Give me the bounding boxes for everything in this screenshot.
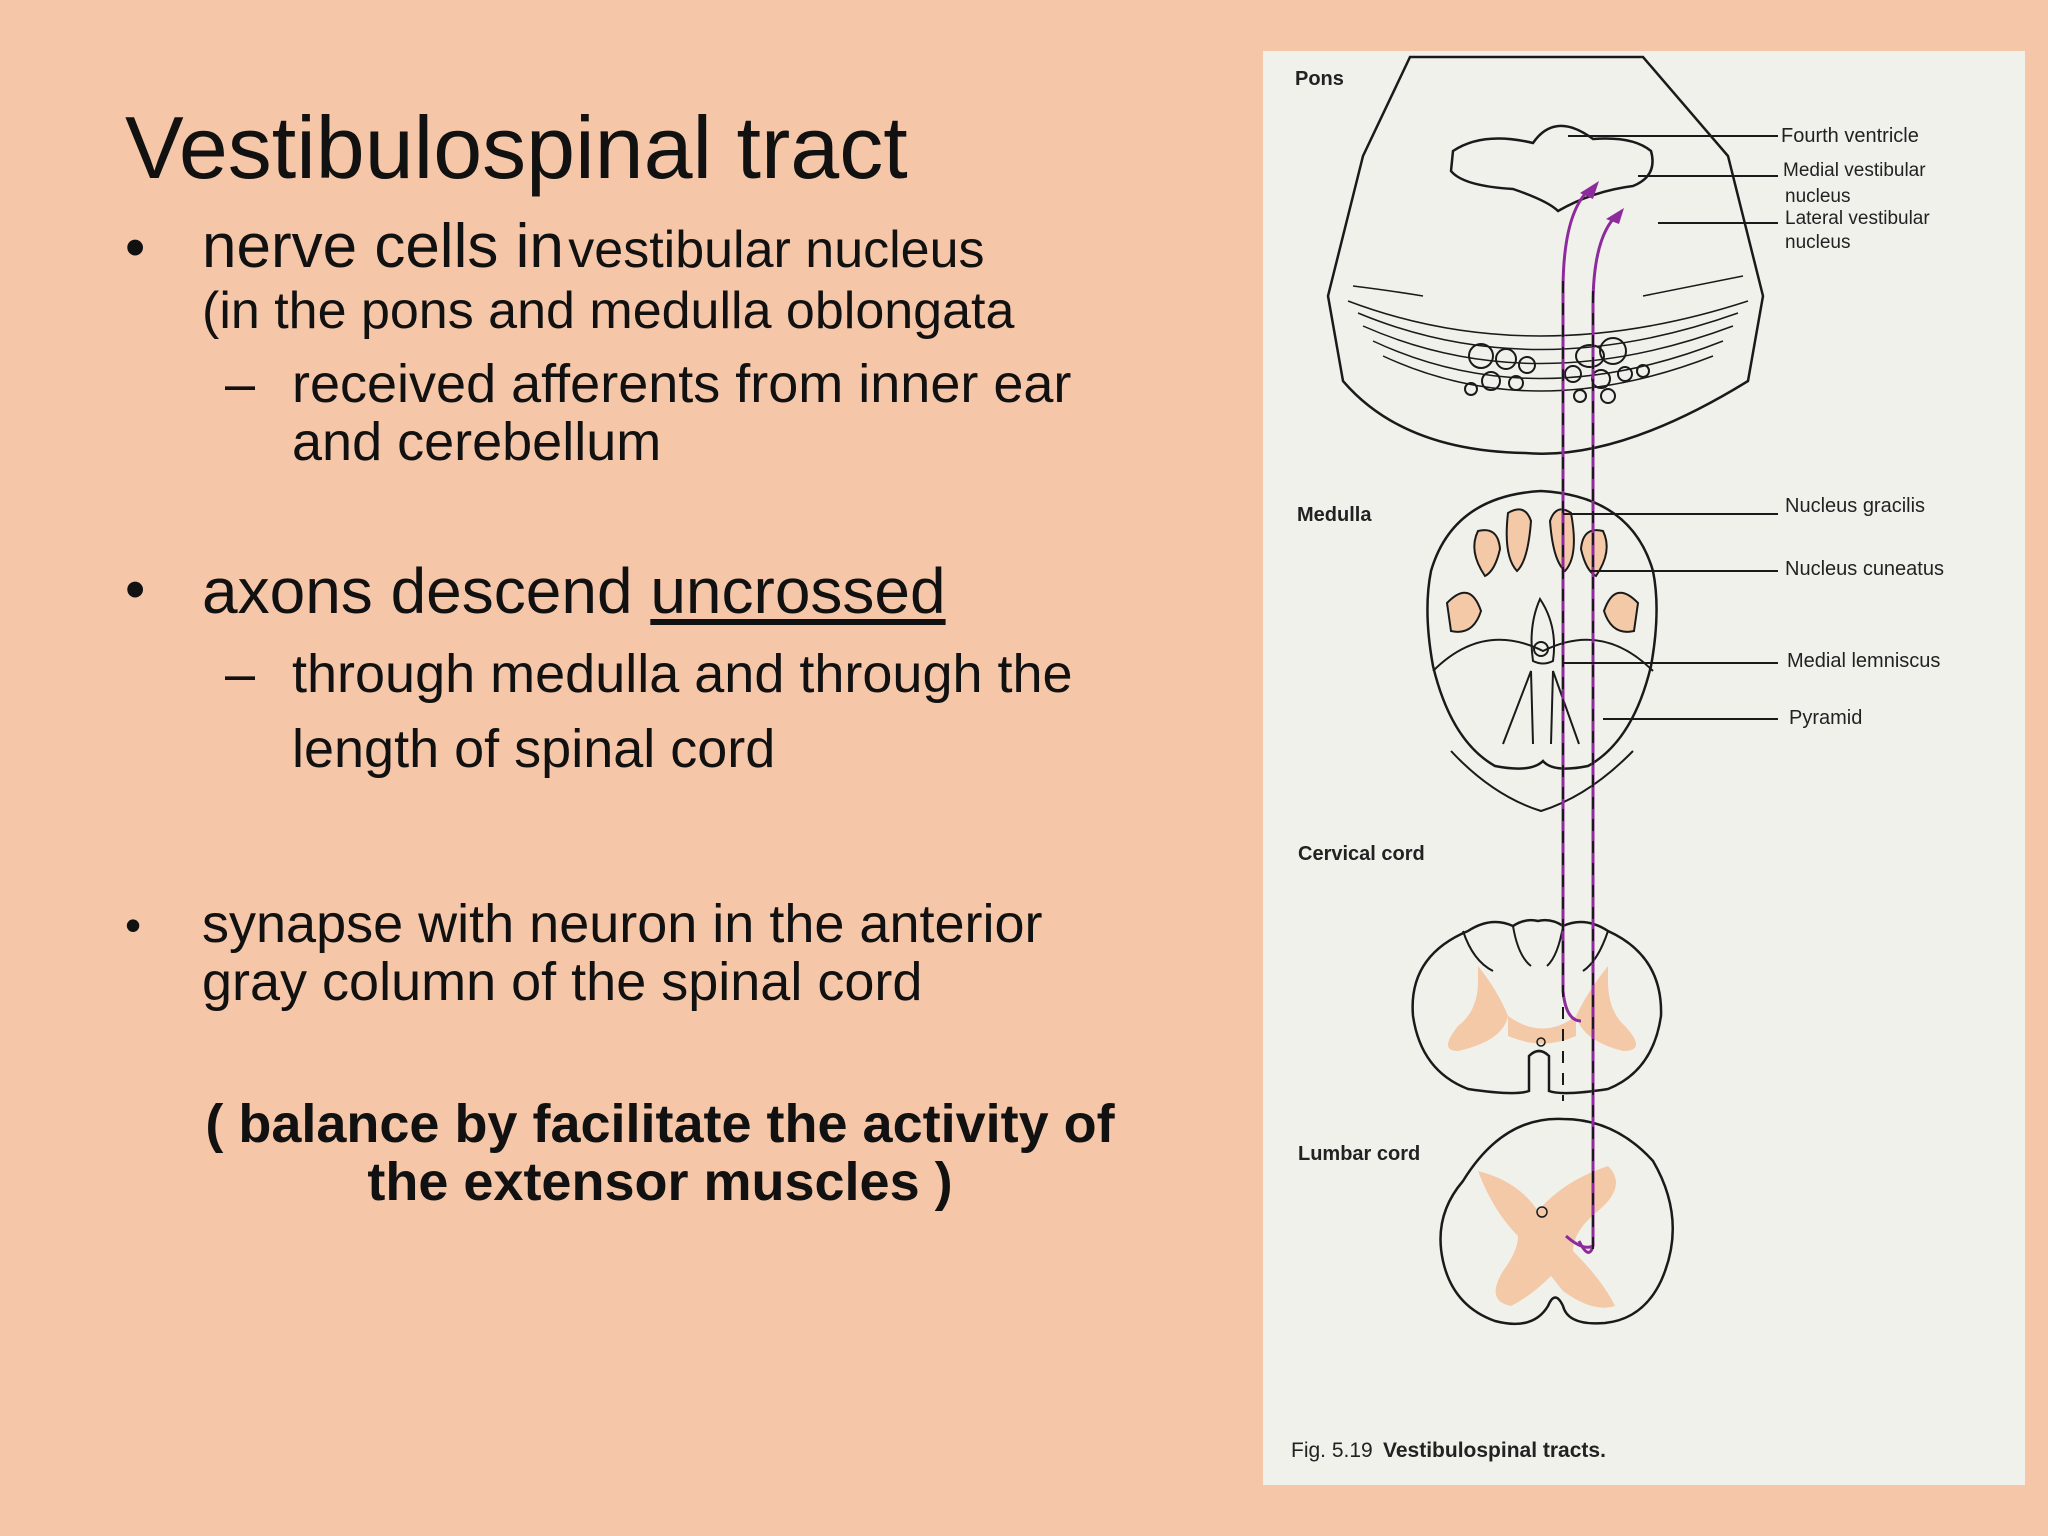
cervical-cord-outline xyxy=(1411,918,1663,1095)
lumbar-gray-matter xyxy=(1478,1166,1616,1308)
bullet-2-text: axons descend uncrossed xyxy=(202,556,946,626)
bullet-1-line2: (in the pons and medulla oblongata xyxy=(202,282,1015,340)
label-lateral-vestibular-2: nucleus xyxy=(1785,232,1851,253)
slide-title: Vestibulospinal tract xyxy=(125,98,908,197)
bullet-1-sub-line2: and cerebellum xyxy=(292,412,662,472)
medulla-outline xyxy=(1426,489,1658,770)
caption-title: Vestibulospinal tracts. xyxy=(1383,1439,1606,1462)
cervical-gray-matter xyxy=(1448,966,1637,1051)
bullet-1-lead: nerve cells in xyxy=(202,212,564,281)
label-leaders xyxy=(1563,135,1778,720)
bullet-2-lead: axons descend xyxy=(202,555,633,627)
bullet-2-sub-line2: length of spinal cord xyxy=(292,719,776,779)
medulla-nuclei xyxy=(1445,508,1640,633)
figure-diagram: Pons Medulla Cervical cord Lumbar cord F… xyxy=(1291,55,1944,1462)
bullet-2-underlined: uncrossed xyxy=(650,555,946,627)
dash-glyph: – xyxy=(225,644,256,704)
label-medial-lemniscus: Medial lemniscus xyxy=(1787,650,1940,672)
bullet-glyph: • xyxy=(125,215,146,280)
fourth-ventricle xyxy=(1449,124,1654,213)
label-nucleus-cuneatus: Nucleus cuneatus xyxy=(1785,558,1944,580)
pons-outline xyxy=(1326,55,1765,455)
label-medulla: Medulla xyxy=(1297,504,1372,526)
label-medial-vestibular-2: nucleus xyxy=(1785,186,1851,207)
bullet-3-line1: synapse with neuron in the anterior xyxy=(202,894,1043,954)
label-lateral-vestibular: Lateral vestibular xyxy=(1785,208,1930,229)
bullet-1-highlight: vestibular nucleus xyxy=(568,221,985,279)
note-line2: the extensor muscles ) xyxy=(367,1152,953,1212)
tract-dashes xyxy=(1562,281,1594,1251)
bullet-1-sub-line1: received afferents from inner ear xyxy=(292,354,1072,414)
label-pyramid: Pyramid xyxy=(1789,707,1862,729)
label-fourth-ventricle: Fourth ventricle xyxy=(1781,125,1919,147)
bullet-3-line2: gray column of the spinal cord xyxy=(202,952,923,1012)
caption-fig-number: Fig. 5.19 xyxy=(1291,1439,1373,1462)
bullet-glyph: • xyxy=(125,899,142,951)
bullet-1-text: nerve cells in vestibular nucleus xyxy=(202,216,985,292)
lumbar-cord-outline xyxy=(1439,1117,1674,1326)
label-pons: Pons xyxy=(1295,68,1344,90)
note-line1: ( balance by facilitate the activity of xyxy=(205,1094,1115,1154)
bullet-2-sub-line1: through medulla and through the xyxy=(292,644,1073,704)
vestibulospinal-figure: Pons Medulla Cervical cord Lumbar cord F… xyxy=(1263,51,2025,1485)
tract-arrowheads xyxy=(1580,181,1624,224)
bullet-glyph: • xyxy=(125,557,146,622)
label-lumbar-cord: Lumbar cord xyxy=(1298,1143,1420,1165)
label-medial-vestibular: Medial vestibular xyxy=(1783,160,1926,181)
label-cervical-cord: Cervical cord xyxy=(1298,843,1425,865)
dash-glyph: – xyxy=(225,354,256,414)
label-nucleus-gracilis: Nucleus gracilis xyxy=(1785,495,1925,517)
